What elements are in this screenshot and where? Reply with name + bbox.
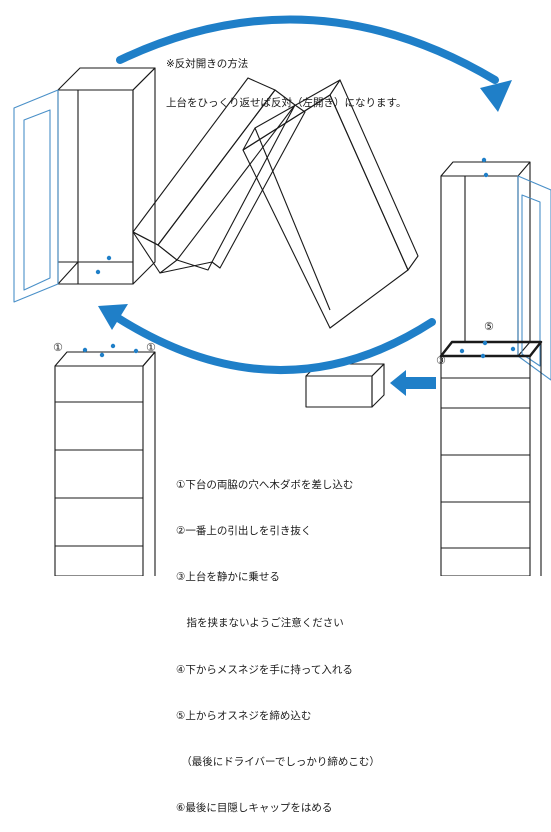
lower-cabinet-left [54,351,156,576]
marker-one-left: ① [53,341,63,354]
step-line: ⑤上からオスネジを締め込む [176,709,312,722]
step-line: 指を挟まないようご注意ください [176,617,344,630]
arrow-bottom-arc [98,304,436,374]
marker-three: ③ [436,354,446,367]
step-line: ③上台を静かに乗せる [176,571,280,584]
step-line: ①下台の両脇の穴へ木ダボを差し込む [176,478,354,491]
arrow-to-drawer [390,370,436,396]
flipping-cabinet [132,77,419,329]
hole-dots [82,157,516,359]
step-line: ②一番上の引出しを引き抜く [176,525,312,538]
note-body: 上台をひっくり返せば反対（左開き）になります。 [166,97,407,109]
assembly-steps: ①下台の両脇の穴へ木ダボを差し込む ②一番上の引出しを引き抜く ③上台を静かに乗… [176,447,380,832]
note-heading: ※反対開きの方法 [166,58,249,70]
step-line: ⑥最後に目隠しキャップをはめる [176,802,333,815]
lower-cabinet-right [439,340,543,576]
step-line: ④下からメスネジを手に持って入れる [176,663,353,676]
upper-cabinet-left-open [13,67,156,303]
marker-five: ⑤ [484,320,494,333]
marker-one-right: ① [146,341,156,354]
assembly-diagram [13,15,551,576]
removed-drawer [305,363,385,408]
reverse-opening-note: ※反対開きの方法 上台をひっくり返せば反対（左開き）になります。 [166,32,406,123]
step-line: （最後にドライバーでしっかり締めこむ） [176,756,380,769]
arrow-top-arc [116,15,512,112]
upper-cabinet-right [440,161,551,381]
